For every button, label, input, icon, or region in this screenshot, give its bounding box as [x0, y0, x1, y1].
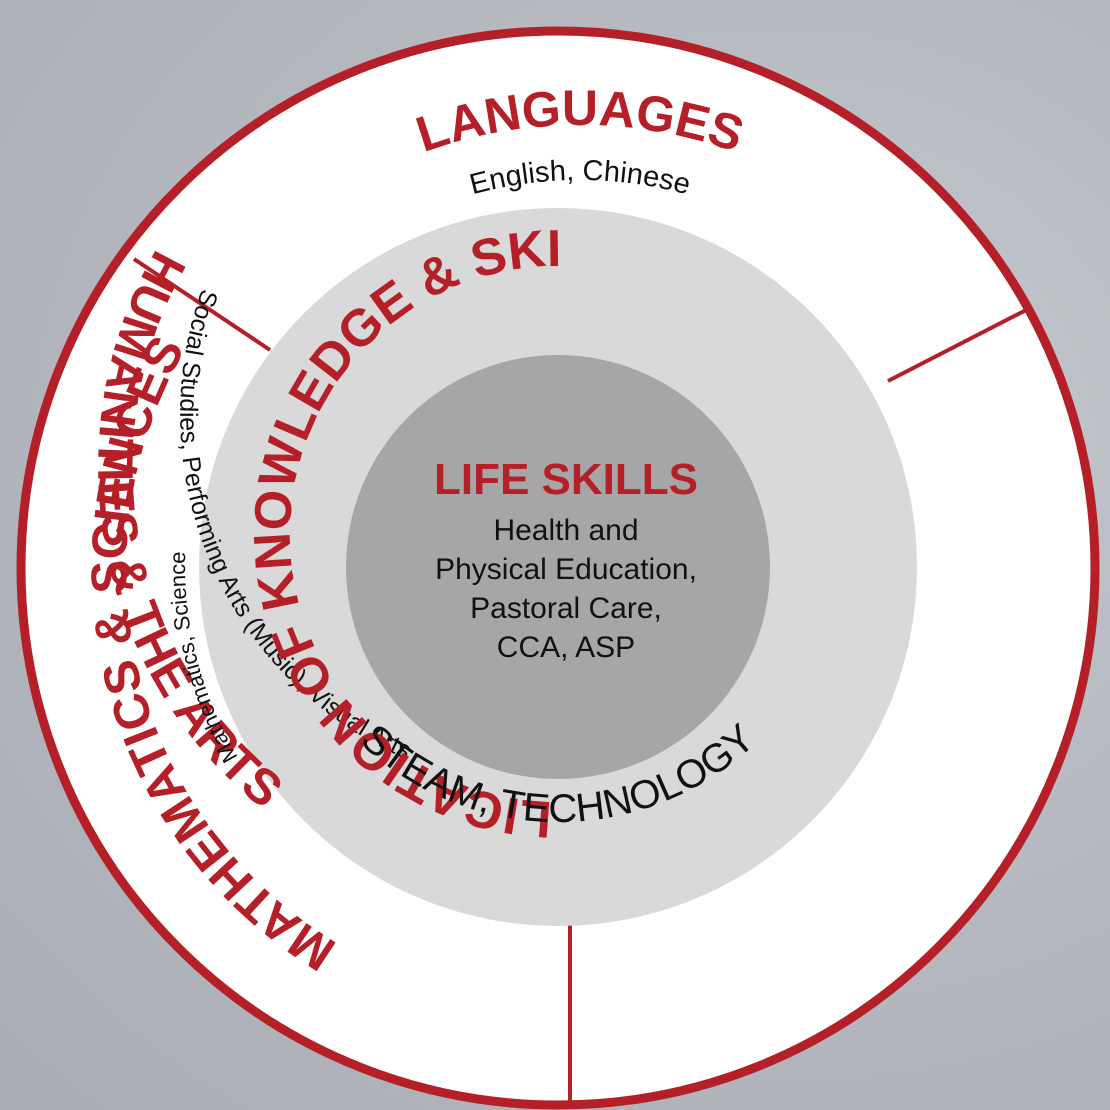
- life-skills-line: Pastoral Care,: [470, 592, 662, 625]
- life-skills-line: Health and: [493, 514, 638, 547]
- divider-right: [887, 306, 1031, 383]
- life-skills-line: CCA, ASP: [497, 631, 635, 664]
- core-circle: [346, 355, 770, 779]
- divider-left: [132, 257, 272, 352]
- life-skills-title: LIFE SKILLS: [434, 455, 698, 504]
- life-skills-line: Physical Education,: [435, 553, 697, 586]
